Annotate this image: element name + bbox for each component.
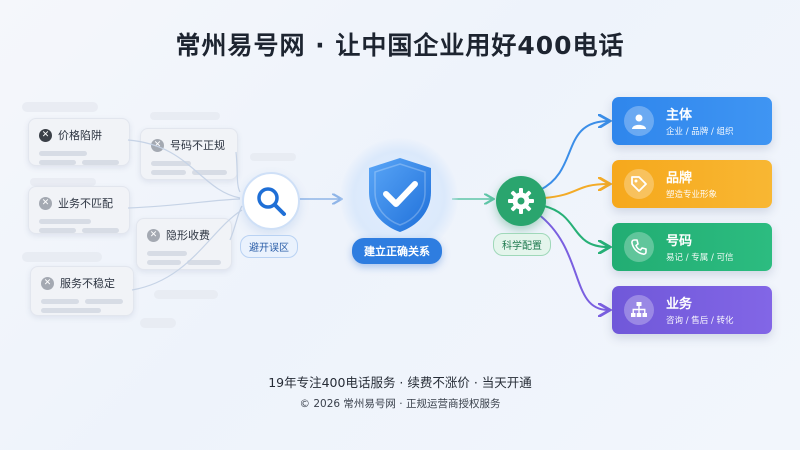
decor-block xyxy=(22,252,102,262)
page-title: 常州易号网 · 让中国企业用好400电话 xyxy=(175,31,625,60)
card-title: 品牌 xyxy=(666,171,693,186)
close-icon: ✕ xyxy=(39,128,52,142)
pitfall-label: 号码不正规 xyxy=(170,139,225,152)
card-business: 业务 咨询 / 售后 / 转化 xyxy=(612,286,772,334)
pitfall-card: ✕ 业务不匹配 xyxy=(28,186,130,234)
org-chart-icon xyxy=(631,302,647,317)
card-title: 业务 xyxy=(666,297,693,312)
pitfall-label: 业务不匹配 xyxy=(58,197,113,210)
pitfall-label: 隐形收费 xyxy=(166,229,210,242)
decor-block xyxy=(154,290,218,299)
card-title: 主体 xyxy=(666,108,693,123)
card-subject: 主体 企业 / 品牌 / 组织 xyxy=(612,97,772,145)
pitfall-card: ✕ 隐形收费 xyxy=(136,218,232,270)
card-number: 号码 易记 / 专属 / 可信 xyxy=(612,223,772,271)
decor-block xyxy=(250,153,296,161)
pitfall-label: 服务不稳定 xyxy=(60,277,115,290)
card-subtitle: 企业 / 品牌 / 组织 xyxy=(666,127,734,137)
pitfall-card: ✕ 价格陷阱 xyxy=(28,118,130,166)
gear-node xyxy=(496,176,546,226)
decor-block xyxy=(140,318,176,328)
search-icon xyxy=(257,187,286,216)
gear-label: 科学配置 xyxy=(493,233,551,256)
decor-block xyxy=(30,178,96,186)
close-icon: ✕ xyxy=(147,228,160,242)
close-icon: ✕ xyxy=(41,276,54,290)
footer-copyright: © 2026 常州易号网 · 正规运营商授权服务 xyxy=(299,398,501,410)
tag-icon xyxy=(631,176,647,192)
card-subtitle: 咨询 / 售后 / 转化 xyxy=(666,316,734,326)
shield-check-icon xyxy=(369,158,431,232)
decor-block xyxy=(150,112,220,120)
pitfall-card: ✕ 服务不稳定 xyxy=(30,266,134,316)
card-brand: 品牌 塑造专业形象 xyxy=(612,160,772,208)
footer-tagline: 19年专注400电话服务 · 续费不涨价 · 当天开通 xyxy=(268,375,532,390)
search-label: 避开误区 xyxy=(240,235,298,258)
card-subtitle: 塑造专业形象 xyxy=(666,190,718,200)
phone-icon xyxy=(631,239,647,255)
pitfall-card: ✕号码不正规 xyxy=(140,128,238,180)
search-node xyxy=(242,172,300,230)
card-title: 号码 xyxy=(666,234,693,249)
card-subtitle: 易记 / 专属 / 可信 xyxy=(666,253,734,263)
shield-label: 建立正确关系 xyxy=(352,238,442,264)
gear-icon xyxy=(508,188,534,214)
decor-block xyxy=(22,102,98,112)
close-icon: ✕ xyxy=(39,196,52,210)
pitfall-label: 价格陷阱 xyxy=(58,129,102,142)
user-icon xyxy=(632,114,646,129)
